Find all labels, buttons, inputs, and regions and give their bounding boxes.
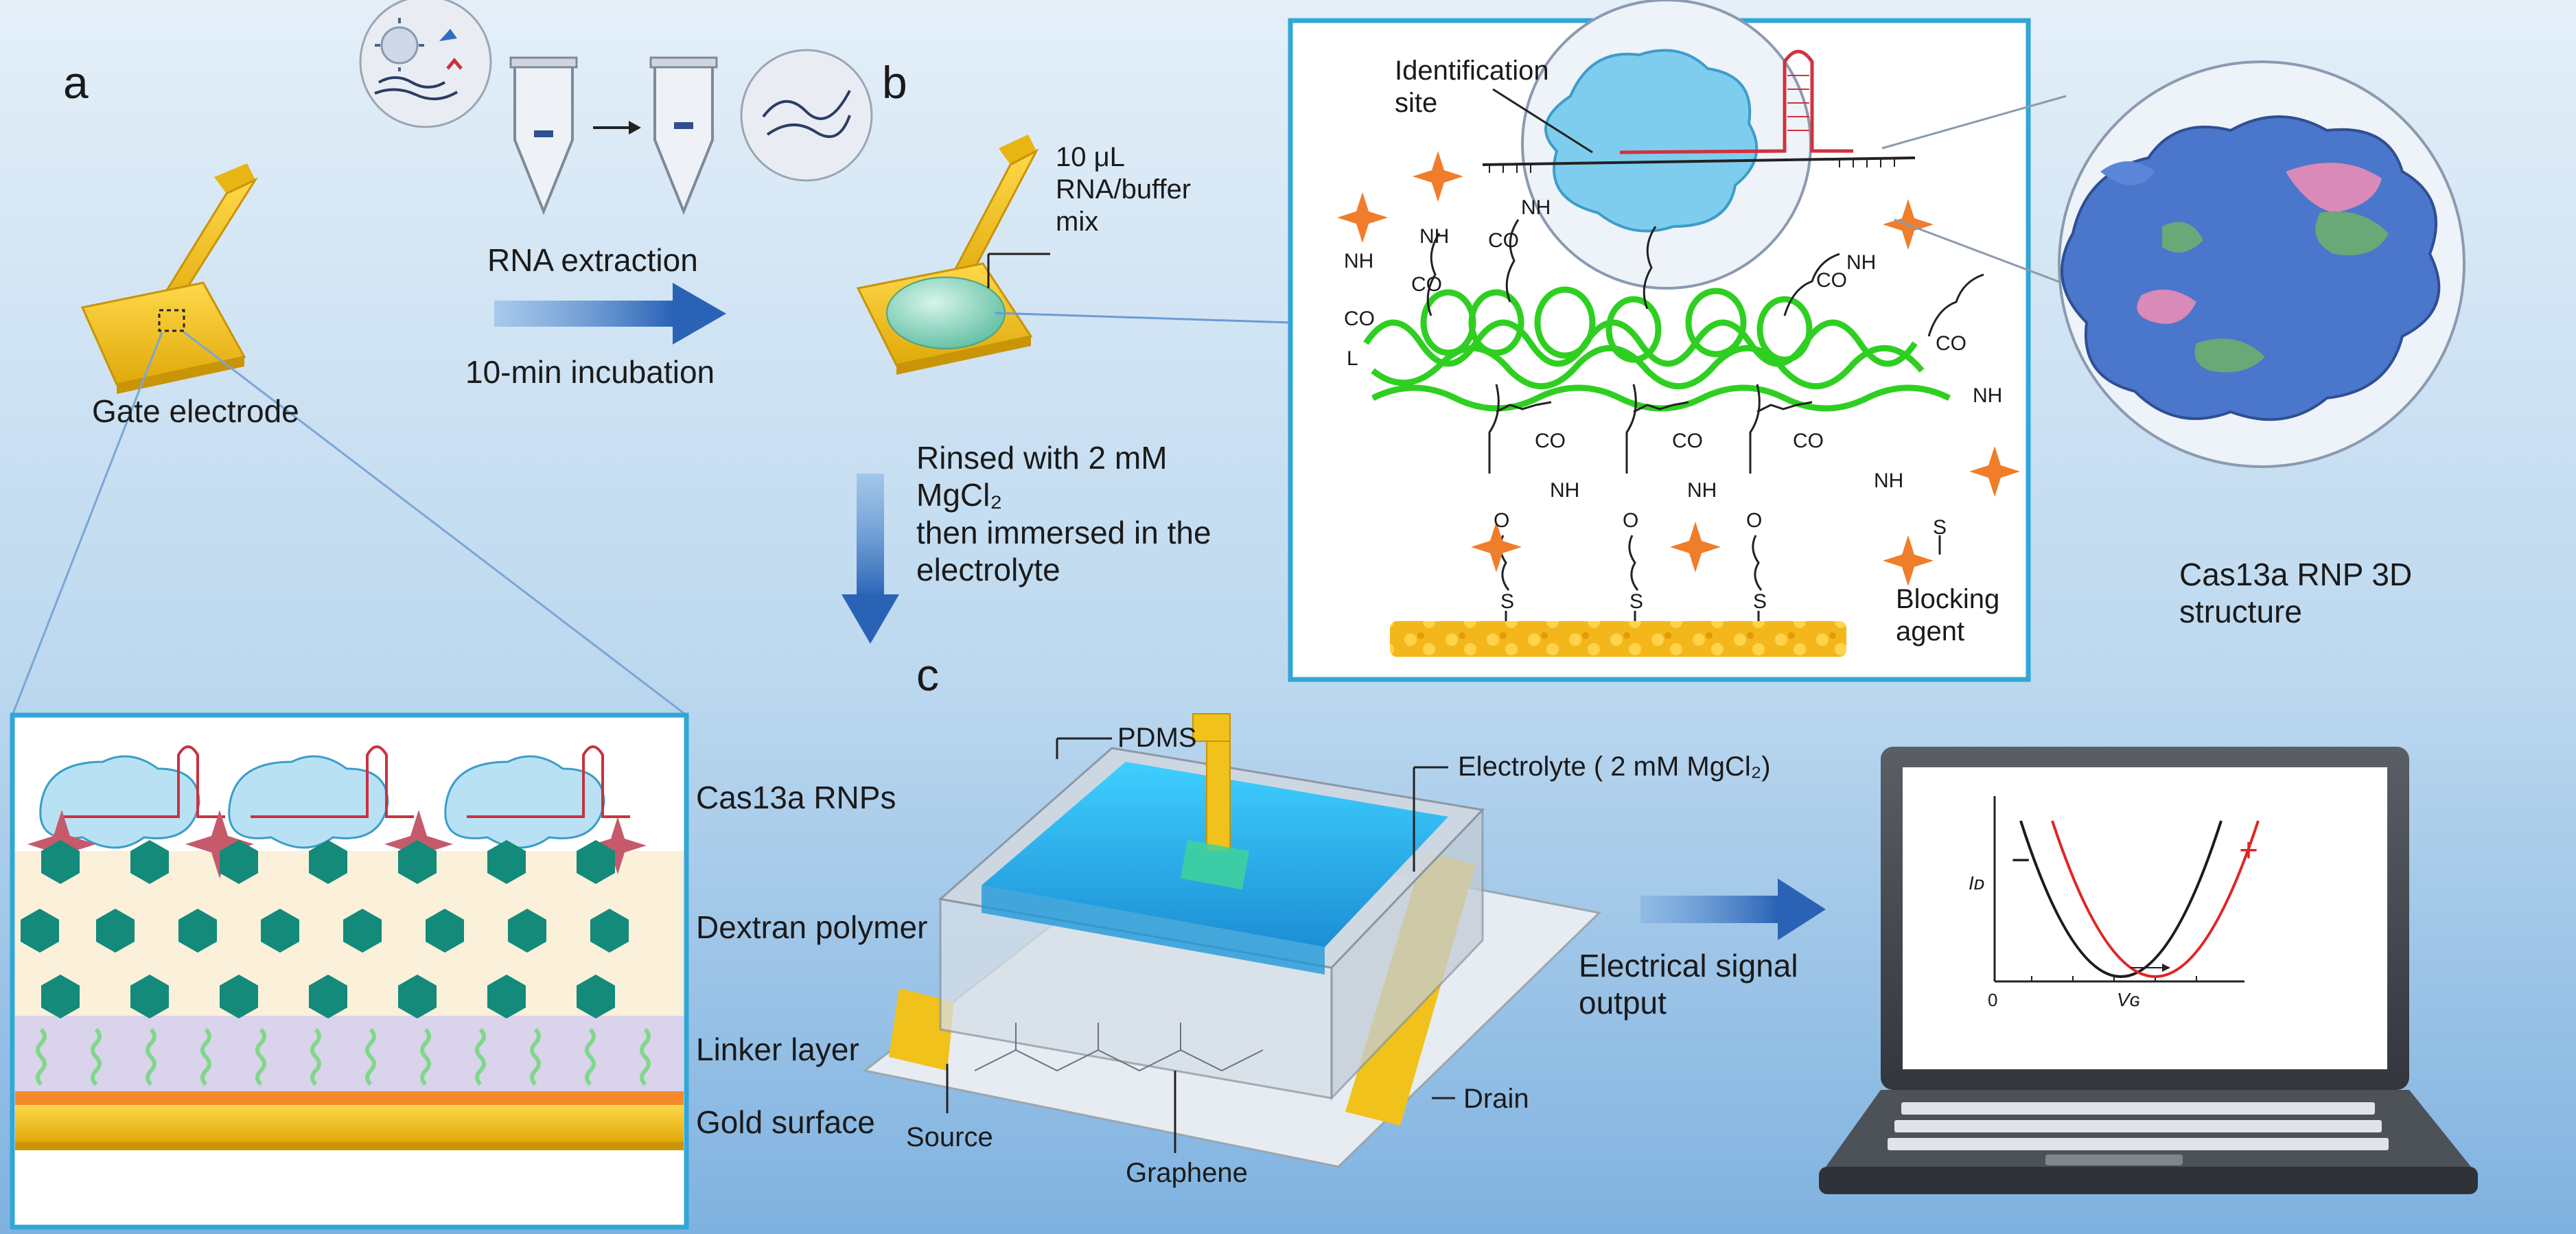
chem-co-8: CO [1793, 430, 1824, 452]
rna-extraction-label: RNA extraction [487, 242, 698, 278]
chem-co-3: CO [1488, 229, 1519, 252]
linker-chains [36, 1027, 651, 1086]
layer-label-dextran: Dextran polymer [696, 909, 928, 945]
layer-label-cas13a: Cas13a RNPs [696, 780, 896, 815]
sample-virus-icon [359, 0, 492, 128]
sample-volume-label: 10 μL RNA/buffer mix [1056, 142, 1192, 237]
zoom-guide-lines [11, 331, 687, 717]
chem-s-1: S [1500, 590, 1515, 613]
dextran-hexagons [21, 840, 629, 1018]
layer-label-gold: Gold surface [696, 1104, 875, 1140]
output-arrow-icon [1640, 878, 1826, 940]
plot-y-axis-label: Iᴅ [1969, 872, 1985, 894]
cas13a-rnp-blobs [39, 745, 630, 849]
gate-electrode-illustration [80, 163, 259, 394]
layer-label-linker: Linker layer [696, 1032, 859, 1067]
chem-s-3: S [1753, 590, 1767, 613]
tube-before-icon [509, 56, 578, 216]
chem-nh-6: NH [1550, 479, 1580, 502]
curve-before [2019, 820, 2223, 978]
chem-co-5: CO [1936, 332, 1966, 355]
chem-co-4: CO [1816, 269, 1847, 292]
signal-output-label: Electrical signal output [1579, 948, 1798, 1021]
electrolyte-label: Electrolyte ( 2 mM MgCl₂) [1458, 752, 1771, 782]
plot-x-axis-label: Vɢ [2117, 989, 2141, 1010]
gate-electrode-label: Gate electrode [92, 393, 299, 429]
chem-l: L [1347, 347, 1358, 370]
identification-site-label: Identification site [1395, 56, 1549, 119]
drain-label: Drain [1463, 1084, 1529, 1114]
blocking-agent-label: Blocking agent [1896, 584, 2000, 647]
plot-plus-sign: + [2239, 833, 2259, 869]
chem-nh-1: NH [1344, 250, 1374, 272]
chem-co-7: CO [1672, 430, 1703, 452]
rinse-arrow-icon [842, 474, 899, 644]
surface-chemistry-panel [1288, 0, 2031, 682]
source-label: Source [906, 1122, 993, 1152]
panel-label-b: b [882, 57, 907, 108]
chem-nh-2: NH [1419, 225, 1450, 248]
chem-nh-3: NH [1521, 196, 1551, 219]
chem-o-1: O [1494, 509, 1510, 532]
transfer-curve-plot [1993, 796, 2260, 983]
chem-s-4: S [1933, 516, 1947, 539]
cas13a-structure-illustration [1881, 60, 2465, 468]
incubation-label: 10-min incubation [465, 354, 715, 390]
plot-origin-label: 0 [1988, 990, 1998, 1010]
incubation-arrow-icon [494, 283, 726, 345]
chem-o-3: O [1746, 509, 1763, 532]
gate-with-sample-illustration [856, 135, 1291, 375]
structure-caption: Cas13a RNP 3D structure [2179, 557, 2413, 630]
laptop-icon [1819, 747, 2478, 1194]
gfet-device-illustration [862, 713, 1602, 1168]
chem-o-2: O [1623, 509, 1639, 532]
chem-s-2: S [1629, 590, 1644, 613]
panel-label-a: a [63, 57, 89, 108]
chem-co-1: CO [1344, 307, 1375, 330]
curve-after [2051, 820, 2260, 978]
chem-co-6: CO [1535, 430, 1566, 452]
pdms-label: PDMS [1117, 723, 1197, 753]
chem-nh-4: NH [1846, 251, 1877, 274]
panel-label-c: c [916, 649, 939, 700]
extracted-rna-icon [740, 49, 873, 182]
graphene-label: Graphene [1126, 1158, 1248, 1188]
rinse-instruction-label: Rinsed with 2 mM MgCl₂ then immersed in … [916, 440, 1211, 587]
tube-after-icon [649, 56, 718, 216]
chem-nh-7: NH [1687, 479, 1717, 502]
plot-minus-sign: − [2011, 842, 2031, 878]
chem-co-2: CO [1411, 273, 1442, 296]
chem-nh-8: NH [1874, 469, 1904, 492]
chem-nh-5: NH [1973, 384, 2003, 407]
tube-arrow-icon [593, 121, 641, 135]
